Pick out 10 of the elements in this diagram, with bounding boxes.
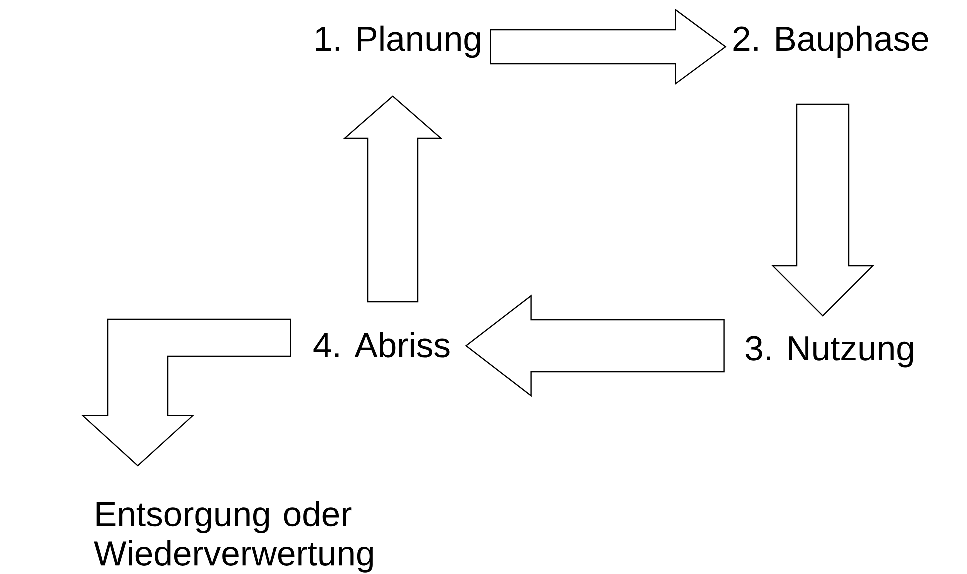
- stage-label: 2. Bauphase: [734, 26, 928, 58]
- block-arrow: [490, 8, 727, 86]
- stage-label: 3. Nutzung: [746, 336, 914, 368]
- block-arrow: [465, 294, 725, 398]
- stage-label: 4. Abriss: [314, 332, 450, 358]
- stage-label: Entsorgung oder Wiederverwertung: [94, 501, 374, 573]
- block-arrow: [81, 318, 292, 467]
- stage-label: 1. Planung: [316, 26, 480, 58]
- block-arrow: [343, 96, 443, 303]
- block-arrow: [772, 104, 874, 317]
